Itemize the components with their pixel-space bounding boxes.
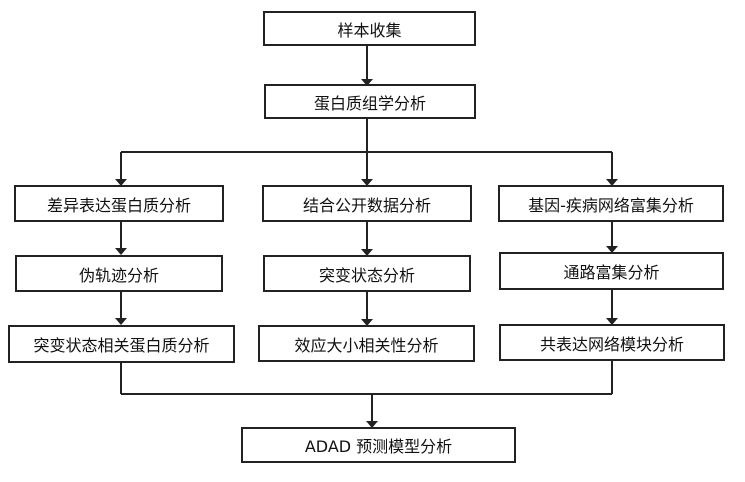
node-proteomics-analysis: 蛋白质组学分析 — [264, 84, 476, 119]
arrowhead — [606, 318, 618, 325]
arrowhead — [361, 249, 373, 256]
node-differential-expression: 差异表达蛋白质分析 — [14, 185, 224, 222]
arrowhead — [606, 179, 618, 186]
arrowhead — [115, 318, 127, 325]
node-effect-size-correlation: 效应大小相关性分析 — [258, 325, 475, 362]
node-coexpression-module: 共表达网络模块分析 — [499, 324, 725, 361]
arrowhead — [361, 179, 373, 186]
node-mutation-status: 突变状态分析 — [263, 255, 471, 292]
arrowhead — [606, 246, 618, 253]
node-pathway-enrichment: 通路富集分析 — [499, 252, 724, 290]
arrowhead — [361, 319, 373, 326]
node-mutation-protein: 突变状态相关蛋白质分析 — [8, 325, 235, 363]
node-pseudotime-analysis: 伪轨迹分析 — [15, 255, 223, 292]
node-gene-disease-network: 基因-疾病网络富集分析 — [498, 185, 724, 222]
arrowhead — [361, 79, 373, 86]
node-public-data-analysis: 结合公开数据分析 — [262, 185, 472, 222]
arrowhead — [115, 248, 127, 255]
node-adad-prediction-model: ADAD 预测模型分析 — [241, 427, 516, 463]
arrowhead — [366, 421, 378, 428]
node-sample-collection: 样本收集 — [263, 11, 476, 46]
arrowhead — [115, 179, 127, 186]
